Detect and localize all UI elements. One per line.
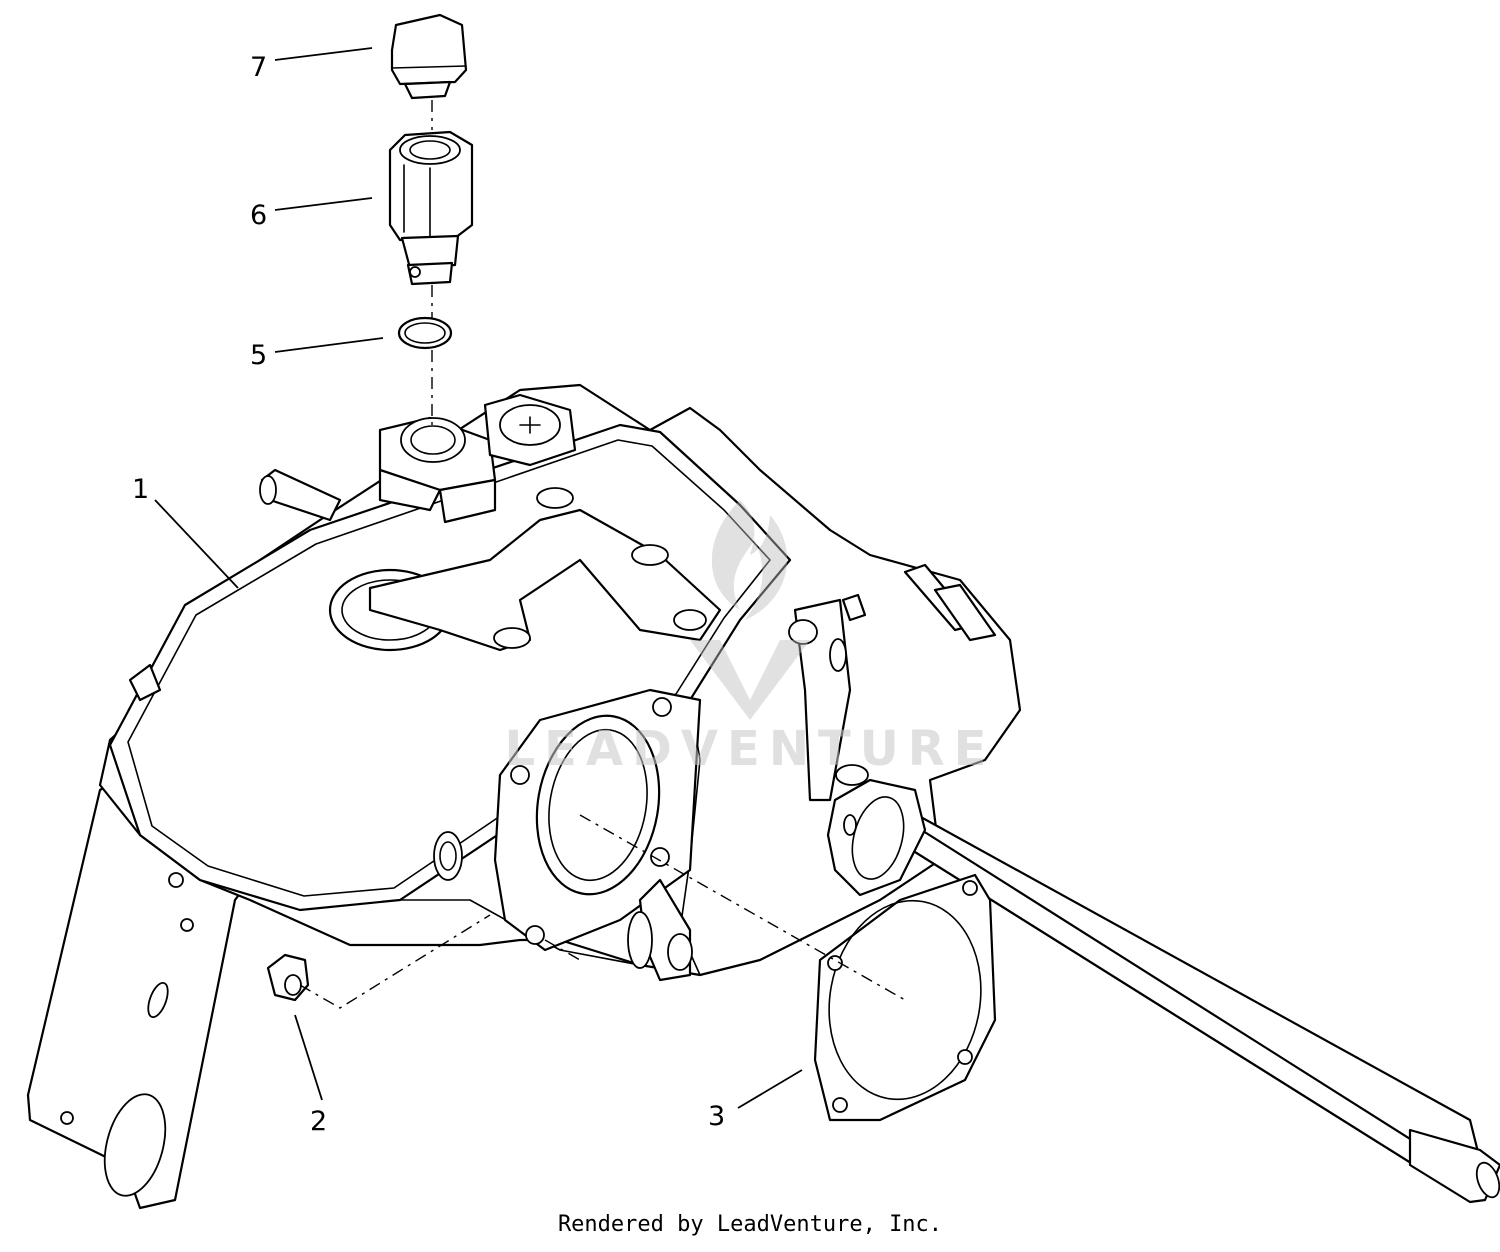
render-credit: Rendered by LeadVenture, Inc. bbox=[557, 1212, 943, 1237]
assembly-centerlines bbox=[299, 100, 906, 1009]
flame-logo-icon bbox=[711, 500, 788, 620]
leadventure-watermark: LEADVENTURE bbox=[505, 500, 996, 777]
leader-3 bbox=[737, 1069, 803, 1109]
watermark-text: LEADVENTURE bbox=[505, 721, 996, 777]
bearing-flange bbox=[493, 688, 702, 982]
callout-labels: 7 6 5 1 2 3 bbox=[132, 52, 725, 1137]
callout-6: 6 bbox=[250, 200, 267, 231]
output-shaft bbox=[826, 778, 1500, 1204]
cap bbox=[390, 13, 468, 100]
callout-1: 1 bbox=[132, 474, 149, 505]
control-linkage bbox=[368, 487, 869, 802]
callout-5: 5 bbox=[250, 340, 267, 371]
callout-3: 3 bbox=[708, 1101, 725, 1132]
leader-2 bbox=[294, 1014, 323, 1101]
callout-7: 7 bbox=[250, 52, 267, 83]
relief-valve bbox=[388, 130, 474, 286]
leader-7 bbox=[274, 47, 373, 61]
leader-5 bbox=[274, 337, 384, 353]
callout-2: 2 bbox=[310, 1106, 327, 1137]
leader-lines bbox=[154, 47, 803, 1109]
flange-nut bbox=[266, 953, 310, 1002]
leader-6 bbox=[274, 197, 373, 211]
gasket bbox=[813, 873, 997, 1122]
leader-1 bbox=[154, 499, 239, 589]
o-ring bbox=[397, 316, 453, 350]
v-logo-icon bbox=[690, 640, 810, 720]
